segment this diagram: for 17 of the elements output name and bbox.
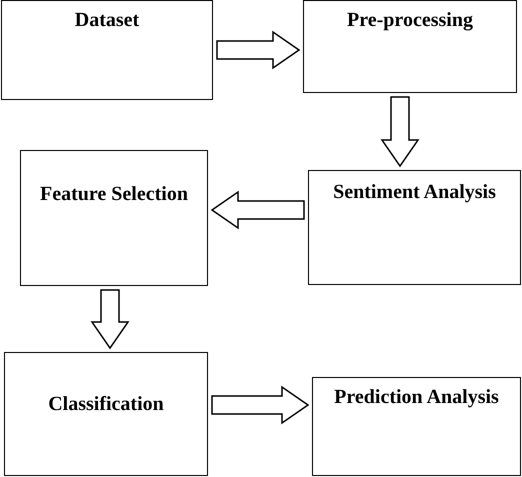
box-label: Sentiment Analysis bbox=[333, 180, 496, 205]
box-label: Feature Selection bbox=[40, 182, 188, 207]
process-box bbox=[303, 0, 517, 93]
process-box bbox=[312, 377, 521, 476]
process-box bbox=[1, 0, 213, 100]
box-label: Pre-processing bbox=[347, 8, 473, 33]
process-box bbox=[4, 352, 208, 476]
block-arrow bbox=[216, 30, 300, 70]
box-label: Prediction Analysis bbox=[334, 385, 499, 410]
block-arrow bbox=[211, 386, 310, 424]
block-arrow bbox=[210, 190, 305, 230]
process-box bbox=[308, 170, 521, 285]
block-arrow bbox=[380, 96, 420, 168]
box-label: Classification bbox=[48, 392, 164, 417]
box-label: Dataset bbox=[74, 8, 140, 33]
process-box bbox=[20, 150, 208, 286]
block-arrow bbox=[90, 289, 130, 350]
